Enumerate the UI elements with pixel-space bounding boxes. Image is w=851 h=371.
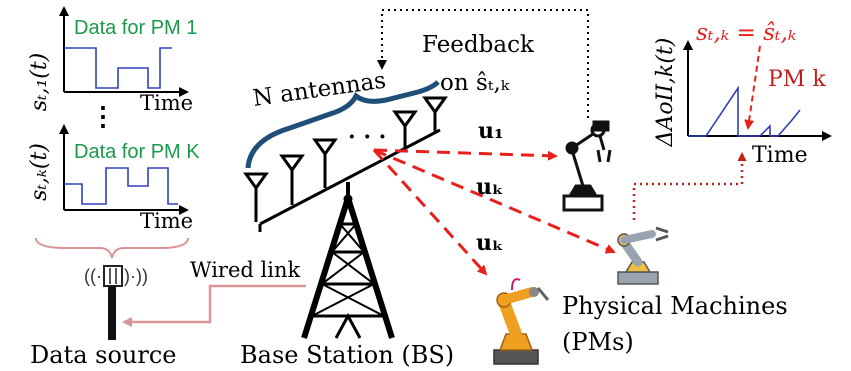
wired-link-line	[122, 284, 306, 327]
plot-pm1: sₜ,₁(t) Data for PM 1 Time	[27, 6, 197, 115]
plot-aoii-pm-label: PM k	[768, 67, 826, 92]
plot-dots: ⋮	[90, 102, 116, 132]
wired-link-label: Wired link	[190, 258, 300, 282]
plot-aoii-equation: sₜ,ₖ = ŝₜ,ₖ	[696, 20, 796, 46]
robot-arm-black-icon	[562, 120, 612, 212]
physical-machines-label: Physical Machines	[562, 292, 788, 320]
base-station-label: Base Station (BS)	[240, 341, 454, 369]
plot-pmK-signal	[64, 167, 178, 205]
beam-uk	[373, 148, 616, 254]
beam-uK-label: uₖ	[476, 230, 504, 256]
aoii-link-line	[632, 152, 747, 220]
plot-aoii-xlabel: Time	[752, 143, 808, 168]
antennas-brace	[245, 80, 440, 169]
plot-pm1-ylabel: sₜ,₁(t)	[27, 53, 52, 112]
radio-mast	[108, 286, 116, 340]
plot-pm1-data-label: Data for PM 1	[74, 17, 197, 39]
plot-aoii-ylabel: ΔAoII,k(t)	[653, 38, 678, 148]
feedback-on-label: on ŝₜ,ₖ	[440, 70, 510, 96]
data-source-brace	[35, 237, 189, 259]
antenna-array	[243, 96, 448, 232]
beam-uK	[372, 148, 488, 276]
n-antennas-label: N antennas	[251, 68, 387, 112]
robot-arm-orange-icon	[493, 278, 550, 365]
feedback-line	[377, 9, 589, 118]
plot-aoii-signal	[688, 85, 801, 137]
plot-pmK-data-label: Data for PM K	[74, 141, 200, 163]
antenna-bar	[259, 128, 441, 226]
wifi-right-icon: )·))	[124, 266, 148, 286]
plot-aoii-pointer	[744, 45, 761, 130]
wifi-left-icon: ((·(	[84, 266, 108, 286]
data-source-label: Data source	[30, 341, 176, 369]
plot-pm1-xlabel: Time	[140, 91, 193, 115]
beam-u1	[373, 148, 558, 161]
plot-pmK-ylabel: sₜ,ₖ(t)	[27, 143, 52, 201]
beam-uk-label: uₖ	[476, 174, 504, 200]
plot-pmK-xlabel: Time	[140, 209, 193, 233]
robot-arm-gray-icon	[617, 226, 669, 285]
plot-aoii: ΔAoII,k(t) sₜ,ₖ = ŝₜ,ₖ PM k Time	[653, 20, 832, 168]
radio-box	[103, 265, 123, 287]
antenna-dots: · · ·	[348, 124, 386, 150]
plot-pmK: sₜ,ₖ(t) Data for PM K Time	[27, 124, 200, 233]
base-station-tower-icon	[301, 182, 395, 339]
plot-pm1-signal	[64, 47, 172, 89]
pms-label: (PMs)	[562, 328, 634, 356]
beam-u1-label: u₁	[478, 118, 504, 144]
data-source-icon: ((·( )·))	[84, 265, 148, 340]
feedback-label: Feedback	[422, 32, 535, 58]
